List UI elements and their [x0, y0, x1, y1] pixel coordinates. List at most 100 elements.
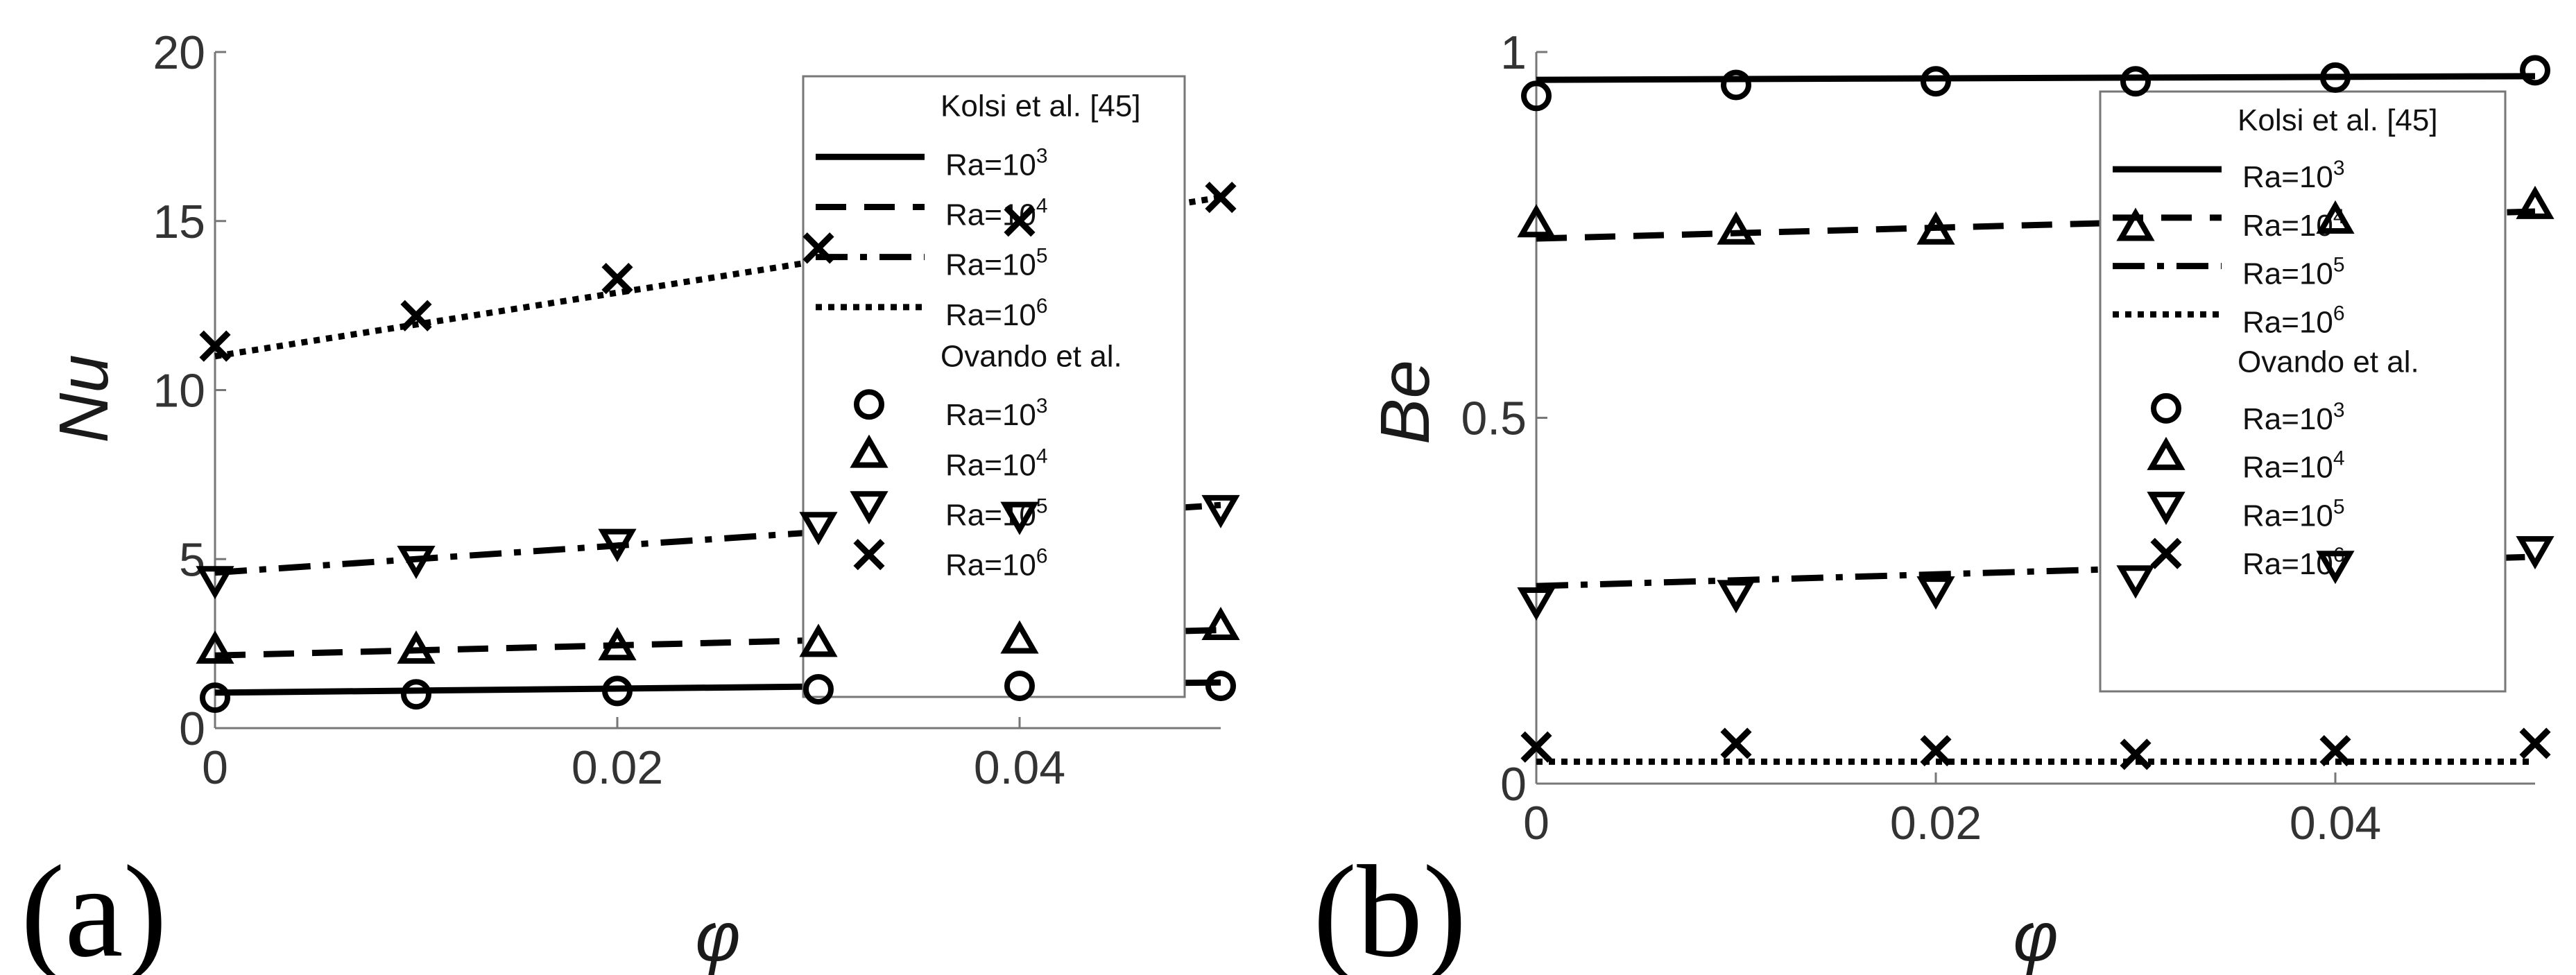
y-tick-label: 0.5 [1461, 392, 1527, 445]
legend-entry-label: Ra=103 [945, 395, 1048, 432]
data-point-x [1520, 731, 1552, 763]
data-point-x [400, 300, 432, 331]
data-point-triangle-up [1517, 204, 1556, 238]
legend-entry-label: Ra=106 [945, 545, 1048, 583]
data-point-triangle-down [2516, 536, 2554, 570]
legend-entry-label: Ra=104 [2242, 447, 2345, 485]
data-point-triangle-up [397, 630, 436, 664]
x-axis-label: φ [695, 898, 740, 975]
data-point-x [1920, 734, 1952, 767]
chart-a: 0 5 10 15 20 0 0.02 0.04 φ Nu (a) Kolsi et al. [45]… [21, 26, 1240, 975]
legend-marker-triangle-up [2147, 436, 2186, 470]
panel-label: (b) [1313, 839, 1467, 975]
data-point-triangle-down [1517, 587, 1556, 621]
legend: Kolsi et al. [45]Ra=103Ra=104Ra=105Ra=10… [2099, 90, 2507, 693]
legend-box [2099, 90, 2507, 693]
legend-entry-label: Ra=103 [2242, 399, 2345, 436]
legend-entry-label: Ra=106 [945, 295, 1048, 332]
data-point-circle [2520, 55, 2550, 86]
data-point-triangle-up [799, 623, 838, 657]
y-tick-label: 15 [153, 196, 205, 248]
data-point-triangle-down [196, 566, 234, 600]
data-point-triangle-up [1000, 620, 1039, 654]
data-point-triangle-down [2316, 551, 2355, 585]
legend: Kolsi et al. [45]Ra=103Ra=104Ra=105Ra=10… [802, 75, 1186, 698]
data-point-x [2519, 727, 2551, 759]
legend-marker-triangle-down [2147, 492, 2186, 526]
data-point-x [2120, 739, 2152, 770]
data-point-triangle-down [598, 528, 637, 562]
legend-entry-label: Ra=104 [945, 445, 1048, 482]
legend-entry-label: Ra=105 [2242, 495, 2345, 533]
data-point-triangle-up [1201, 607, 1240, 641]
data-point-triangle-up [1916, 211, 1955, 245]
legend-entry-label: Ra=103 [2242, 157, 2345, 194]
legend-entry-label: Ra=104 [2242, 205, 2345, 243]
data-point-triangle-up [1717, 211, 1755, 245]
data-point-x [802, 232, 834, 264]
y-tick-label: 10 [153, 365, 205, 417]
data-point-x [1720, 727, 1752, 759]
data-point-circle [1721, 69, 1751, 101]
legend-entry-label: Ra=106 [2242, 544, 2345, 581]
y-tick-label: 0 [1500, 758, 1527, 811]
x-tick-label: 0.04 [2290, 797, 2381, 849]
legend-marker-circle [854, 389, 884, 420]
series-line-solid [1536, 73, 2536, 83]
y-axis-label: Be [1366, 360, 1444, 445]
data-point-x [2319, 734, 2351, 767]
legend-entry-label: Ra=105 [2242, 254, 2345, 291]
data-point-circle [1521, 80, 1552, 112]
y-axis-label: Nu [45, 354, 123, 443]
data-point-triangle-up [196, 630, 234, 664]
data-point-circle [200, 682, 230, 714]
data-point-triangle-down [1201, 494, 1240, 528]
x-tick-label: 0.04 [974, 741, 1065, 794]
legend-entry-label: Ra=104 [945, 194, 1048, 232]
data-point-circle [1921, 66, 1951, 97]
data-point-x [199, 330, 231, 362]
data-point-triangle-down [397, 545, 436, 579]
data-point-triangle-down [1717, 580, 1755, 614]
x-axis-label: φ [2013, 898, 2058, 975]
legend-marker-triangle-up [850, 434, 888, 468]
data-point-circle [1004, 671, 1035, 702]
x-tick-label: 0 [1523, 797, 1549, 849]
data-point-circle [602, 675, 633, 707]
legend-entry-label: Ra=105 [945, 495, 1048, 533]
x-tick-label: 0.02 [572, 741, 663, 794]
x-tick-label: 0 [202, 741, 228, 794]
data-point-circle [2120, 66, 2151, 97]
data-point-triangle-down [799, 512, 838, 546]
legend-marker-x [853, 539, 885, 571]
data-point-triangle-up [598, 627, 637, 661]
x-tick-label: 0.02 [1890, 797, 1982, 849]
legend-entry-label: Ra=103 [945, 144, 1048, 182]
data-point-x [601, 263, 633, 295]
legend-group-title: Kolsi et al. [45] [941, 89, 1141, 123]
y-tick-label: 0 [179, 702, 205, 755]
y-tick-label: 20 [153, 26, 205, 79]
data-point-circle [1205, 671, 1236, 702]
data-point-triangle-up [2516, 185, 2554, 219]
legend-group-title: Ovando et al. [2238, 345, 2419, 379]
data-point-triangle-down [1000, 501, 1039, 535]
legend-entry-label: Ra=106 [2242, 302, 2345, 339]
data-point-x [1205, 182, 1237, 214]
legend-group-title: Ovando et al. [941, 340, 1122, 374]
data-point-x [1004, 205, 1036, 237]
data-point-circle [803, 673, 834, 705]
legend-group-title: Kolsi et al. [45] [2238, 103, 2438, 137]
legend-marker-circle [2151, 392, 2181, 424]
panel-label: (a) [21, 839, 167, 975]
data-point-triangle-up [2116, 207, 2155, 241]
data-point-triangle-down [1916, 576, 1955, 610]
legend-box [802, 75, 1186, 698]
data-point-triangle-up [2316, 200, 2355, 234]
data-point-circle [401, 679, 431, 710]
data-point-triangle-down [2116, 565, 2155, 599]
y-tick-label: 5 [179, 533, 205, 586]
legend-marker-triangle-down [850, 491, 888, 525]
